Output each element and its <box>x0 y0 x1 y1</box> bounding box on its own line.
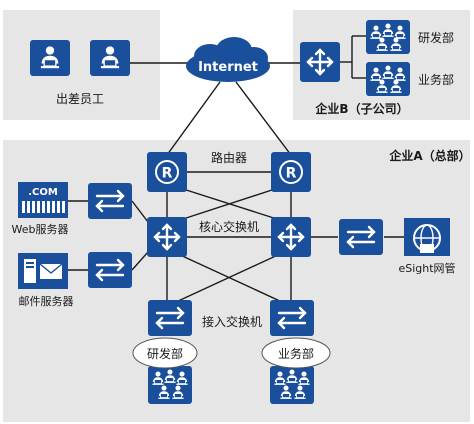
enterprise-a-label: 企业A（总部） <box>388 148 470 163</box>
router-right-icon <box>271 152 311 192</box>
mail-server-icon <box>18 253 68 289</box>
web-server-badge: .COM <box>28 187 58 198</box>
enterprise-b-label: 企业B（子公司） <box>314 101 408 116</box>
enterprise-a-rd-bubble <box>132 337 198 369</box>
core-switch-left-icon <box>147 217 187 257</box>
enterprise-b-business-label: 业务部 <box>418 72 454 87</box>
traveling-staff-laptop-icon <box>90 40 130 76</box>
enterprise-a-rd-label: 研发部 <box>147 346 183 361</box>
traveling-staff-laptop-icon <box>30 40 70 76</box>
enterprise-a-business-label: 业务部 <box>278 346 314 361</box>
esight-label: eSight网管 <box>398 261 455 275</box>
mail-server-label: 邮件服务器 <box>19 295 74 308</box>
mail-server-switch-icon <box>88 252 132 288</box>
enterprise-b-rd-group-icon <box>366 20 410 54</box>
connection-lines <box>68 62 404 372</box>
web-server-icon: .COM <box>18 182 68 218</box>
router-left-icon <box>147 152 187 192</box>
internet-label: Internet <box>198 60 258 75</box>
router-label: 路由器 <box>211 150 247 165</box>
esight-icon <box>404 218 450 256</box>
enterprise-b-rd-label: 研发部 <box>418 30 454 45</box>
enterprise-a-rd-group-icon <box>148 366 192 404</box>
enterprise-b-switch-icon <box>300 42 340 82</box>
web-server-switch-icon <box>88 183 132 219</box>
enterprise-a-business-bubble <box>261 337 331 369</box>
internet-cloud-icon <box>186 37 270 82</box>
access-switch-left-icon <box>148 300 192 336</box>
traveling-staff-region <box>3 10 160 120</box>
enterprise-b-business-group-icon <box>366 62 410 96</box>
traveling-staff-label: 出差员工 <box>56 92 104 106</box>
esight-switch-icon <box>338 219 384 255</box>
core-switch-right-icon <box>271 217 311 257</box>
access-switch-right-icon <box>270 300 314 336</box>
enterprise-a-business-group-icon <box>270 366 314 404</box>
access-switch-label: 接入交换机 <box>202 314 262 329</box>
web-server-label: Web服务器 <box>12 223 69 236</box>
core-switch-label: 核心交换机 <box>199 219 259 234</box>
